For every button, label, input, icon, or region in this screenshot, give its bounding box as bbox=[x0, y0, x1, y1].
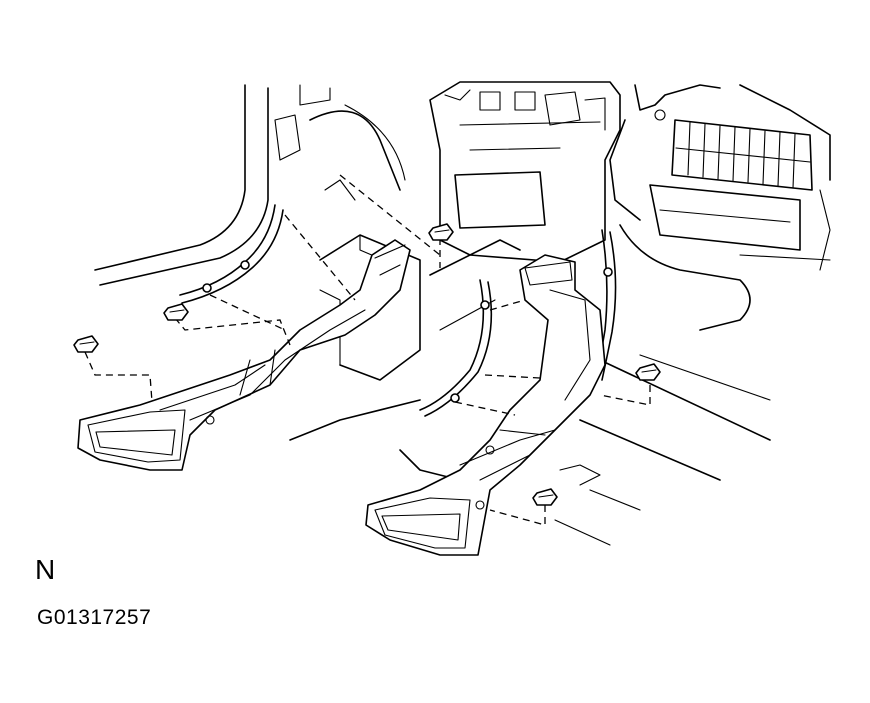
left-wire-harness bbox=[179, 204, 284, 304]
nut-icon bbox=[73, 335, 99, 353]
blower-unit bbox=[609, 84, 831, 331]
nut-icon bbox=[532, 488, 558, 506]
nut-icon bbox=[163, 303, 189, 321]
nut-icon bbox=[428, 223, 454, 241]
figure-id-label: G01317257 bbox=[37, 606, 152, 629]
orientation-label: N bbox=[35, 554, 56, 585]
left-rear-duct bbox=[77, 239, 411, 471]
dashed-lead-lines bbox=[84, 174, 651, 526]
right-rear-duct bbox=[365, 254, 606, 556]
center-console-area bbox=[289, 234, 521, 441]
left-body-panel bbox=[94, 84, 406, 286]
heater-unit bbox=[429, 81, 621, 263]
nut-icon bbox=[635, 363, 661, 381]
clip-fastener-icons bbox=[73, 223, 661, 506]
